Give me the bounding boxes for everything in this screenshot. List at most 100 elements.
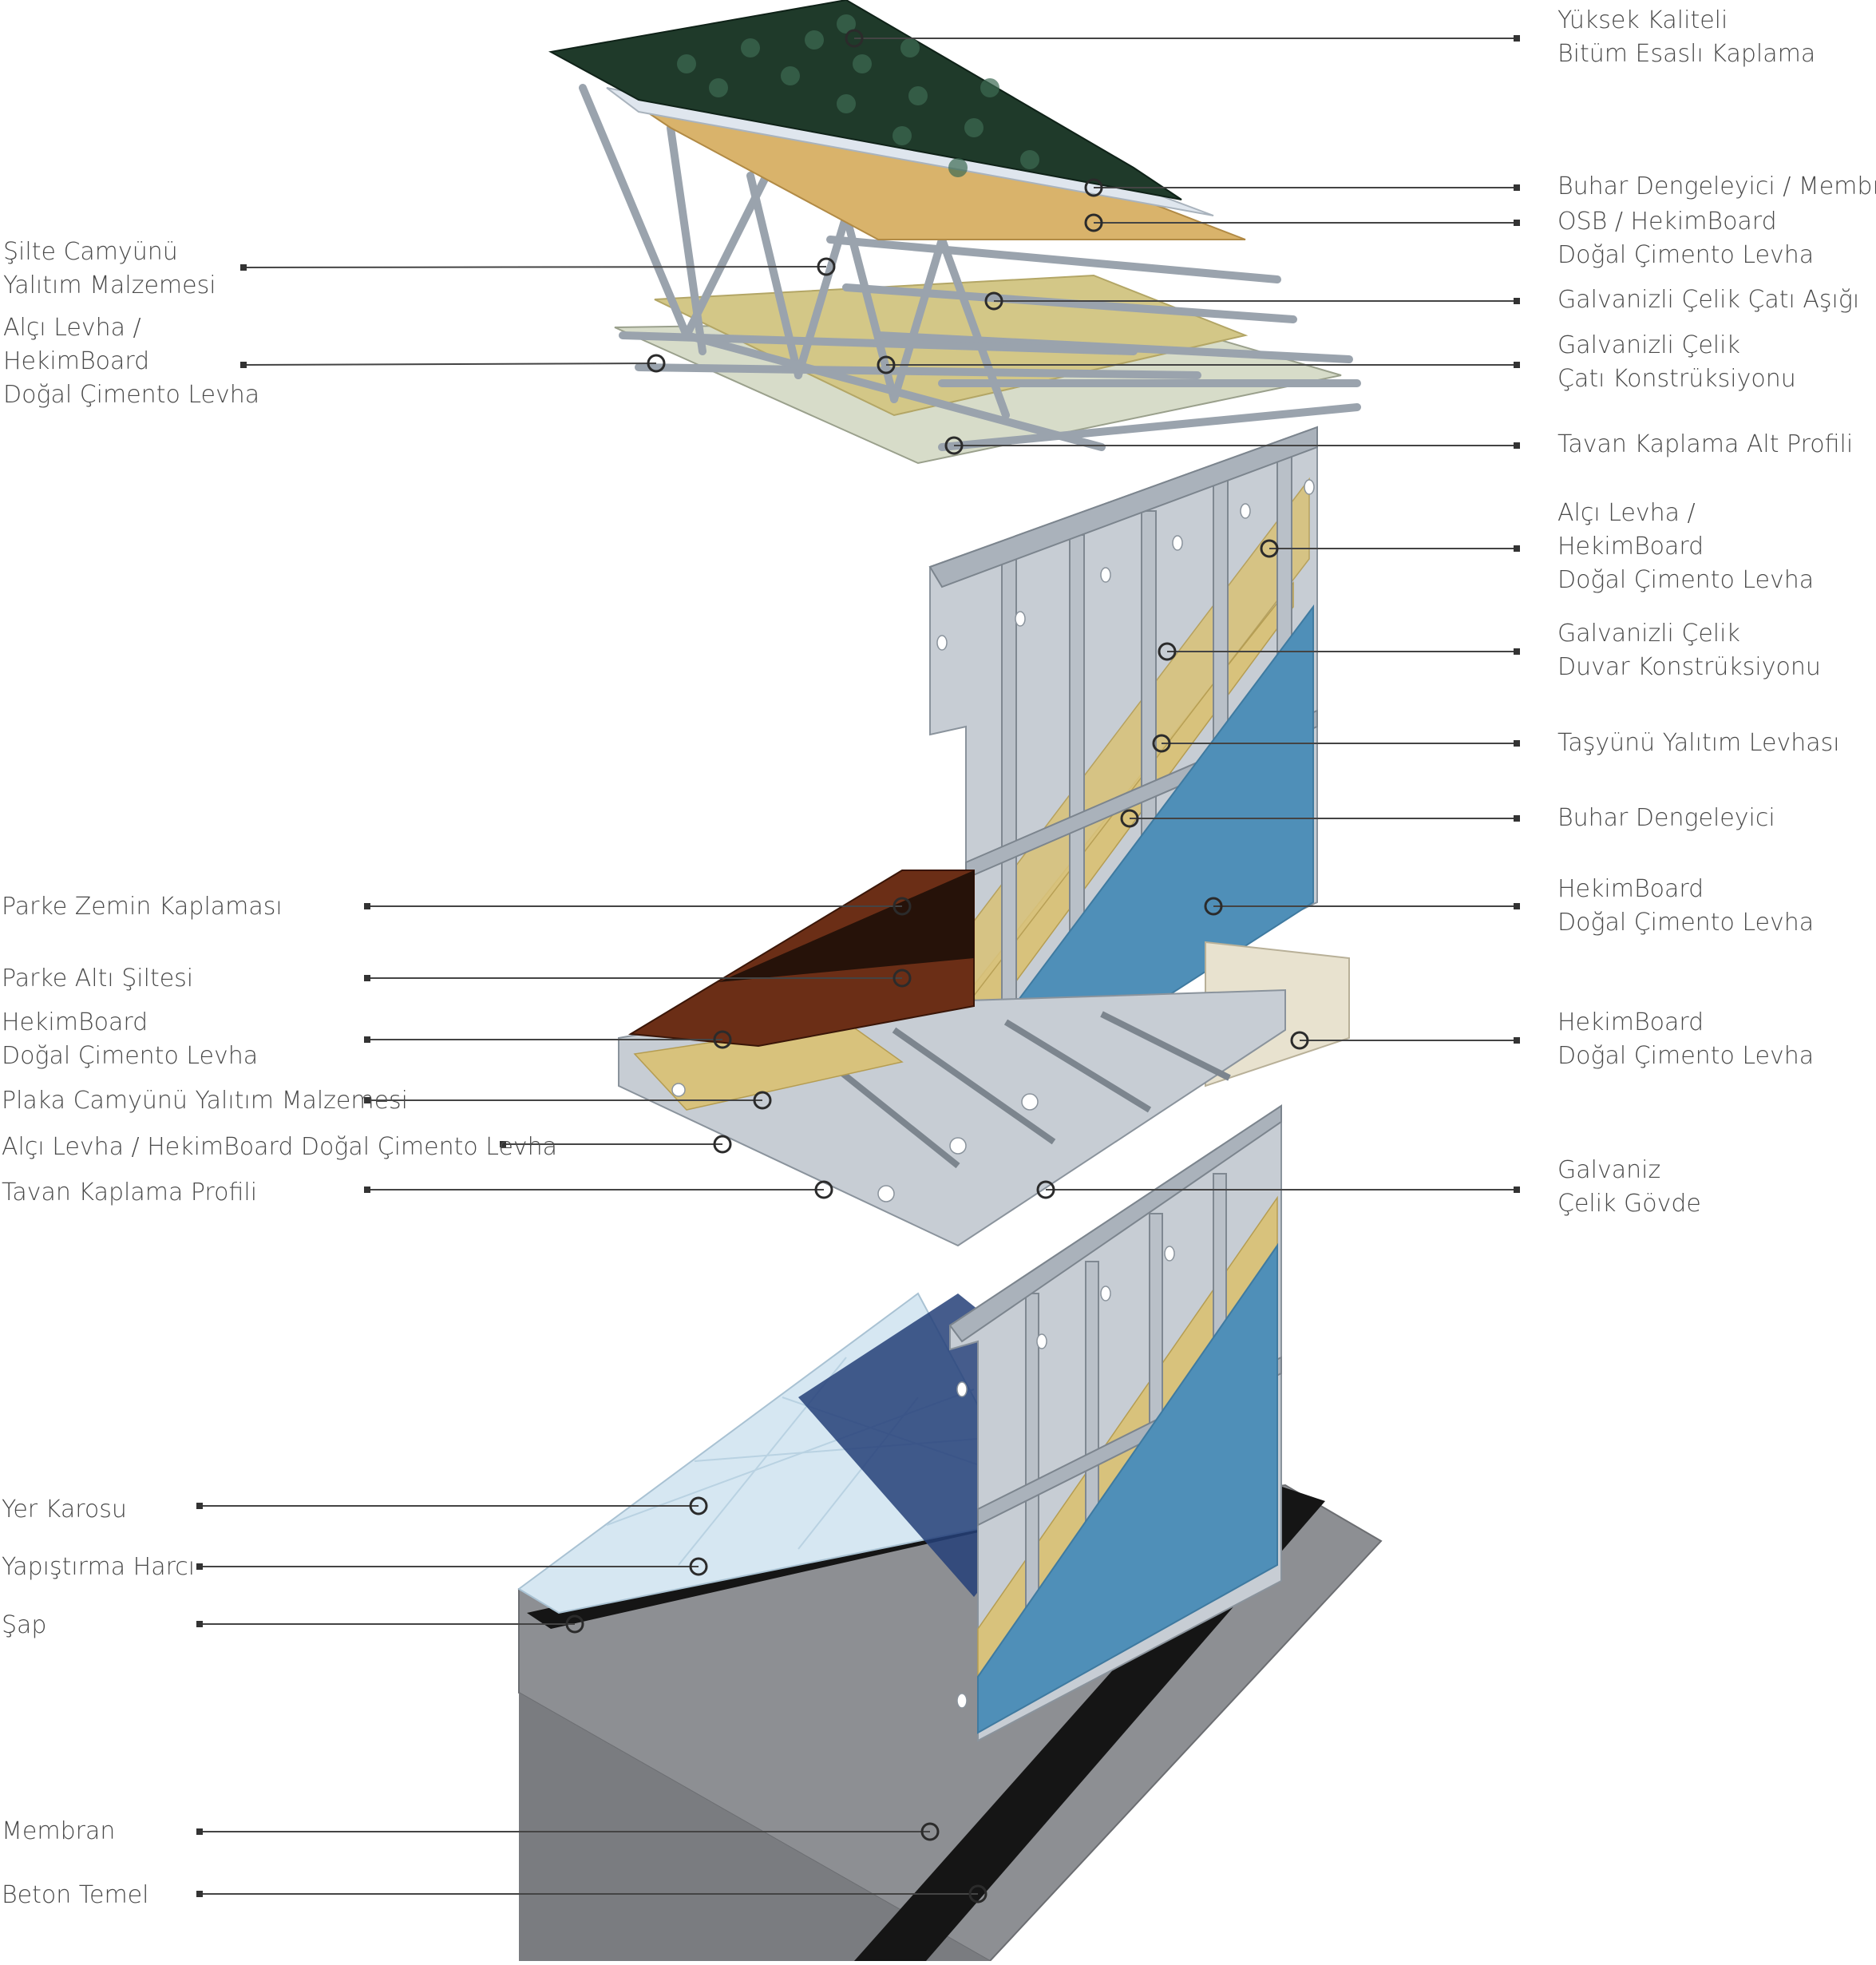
callout-marker bbox=[713, 1030, 732, 1049]
callout-marker bbox=[565, 1614, 584, 1634]
callout-marker bbox=[944, 436, 964, 455]
callout-plaka-camyunu: Plaka Camyünü Yalıtım Malzemesi bbox=[2, 1087, 772, 1115]
callout-tasyunu: Taşyünü Yalıtım Levhası bbox=[1152, 729, 1840, 757]
callout-label-line: Parke Altı Şiltesi bbox=[2, 965, 193, 992]
callout-marker bbox=[1152, 734, 1171, 753]
callout-label-line: Doğal Çimento Levha bbox=[1557, 241, 1814, 269]
callout-membran-ground: Membran bbox=[2, 1817, 940, 1845]
leader-end-dot bbox=[1514, 815, 1520, 822]
roof-shingle-pattern bbox=[677, 14, 1039, 177]
callout-buhar-membran: Buhar Dengeleyici / Membran bbox=[1084, 172, 1876, 200]
lower-wall bbox=[948, 1104, 1282, 1742]
callout-marker bbox=[689, 1496, 708, 1515]
leader-end-dot bbox=[1514, 220, 1520, 226]
roof-assembly bbox=[548, 0, 1361, 465]
callout-marker bbox=[713, 1135, 732, 1154]
callout-label-line: Doğal Çimento Levha bbox=[1557, 566, 1814, 594]
leader-end-dot bbox=[196, 1503, 203, 1509]
callout-tavan-kaplama-alt-profili: Tavan Kaplama Alt Profili bbox=[944, 430, 1853, 458]
callout-marker bbox=[920, 1822, 940, 1841]
upper-wall-holes bbox=[936, 479, 1315, 651]
callout-marker bbox=[1084, 213, 1103, 232]
callout-marker bbox=[1158, 642, 1177, 661]
callout-yer-karosu: Yer Karosu bbox=[2, 1496, 708, 1523]
floor-parquet-shadow bbox=[718, 870, 974, 982]
leader-end-dot bbox=[1514, 1037, 1520, 1044]
callout-marker bbox=[892, 969, 912, 988]
leader-end-dot bbox=[1514, 740, 1520, 747]
lower-wall-top-plate bbox=[948, 1104, 1282, 1343]
leader-end-dot bbox=[1514, 903, 1520, 909]
callout-label-line: Şilte Camyünü bbox=[3, 238, 178, 266]
callout-marker bbox=[753, 1091, 772, 1110]
callout-label-line: Yalıtım Malzemesi bbox=[3, 271, 216, 299]
callout-label-line: Alçı Levha / bbox=[3, 314, 141, 342]
leader-end-dot bbox=[196, 1891, 203, 1897]
leader-end-dot bbox=[240, 264, 247, 271]
leader-end-dot bbox=[364, 1036, 370, 1043]
callout-marker bbox=[647, 354, 666, 373]
callout-label-line: Galvanizli Çelik Çatı Aşığı bbox=[1557, 286, 1859, 314]
leader-line bbox=[243, 362, 657, 366]
callout-yapistirma-harci: Yapıştırma Harcı bbox=[2, 1553, 708, 1581]
leader-end-dot bbox=[500, 1141, 506, 1147]
callout-parke-alti: Parke Altı Şiltesi bbox=[2, 965, 912, 992]
callout-label-line: Taşyünü Yalıtım Levhası bbox=[1557, 729, 1840, 757]
callout-label-line: Beton Temel bbox=[2, 1881, 148, 1909]
callout-label-line: Plaka Camyünü Yalıtım Malzemesi bbox=[2, 1087, 408, 1115]
leader-end-dot bbox=[1514, 298, 1520, 304]
callout-marker bbox=[845, 29, 864, 48]
leader-end-dot bbox=[364, 1097, 370, 1103]
callout-galvanizli-catı-asigi: Galvanizli Çelik Çatı Aşığı bbox=[984, 286, 1859, 314]
callout-label-line: Çelik Gövde bbox=[1557, 1190, 1701, 1218]
callout-label-line: Galvaniz bbox=[1557, 1156, 1660, 1184]
callout-label-line: Yapıştırma Harcı bbox=[2, 1553, 195, 1581]
leader-end-dot bbox=[196, 1621, 203, 1627]
callout-label-line: Doğal Çimento Levha bbox=[1557, 1042, 1814, 1070]
callout-label-line: OSB / HekimBoard bbox=[1557, 208, 1777, 236]
callout-label-line: Duvar Konstrüksiyonu bbox=[1557, 653, 1821, 681]
leader-end-dot bbox=[240, 362, 247, 368]
callout-label-line: Membran bbox=[2, 1817, 115, 1845]
upper-wall-top-plate bbox=[928, 426, 1318, 588]
callout-marker bbox=[1084, 178, 1103, 197]
callout-marker bbox=[892, 897, 912, 916]
callout-beton-temel: Beton Temel bbox=[2, 1881, 987, 1909]
callout-marker bbox=[814, 1180, 833, 1199]
callout-marker bbox=[689, 1557, 708, 1576]
leader-end-dot bbox=[196, 1828, 203, 1835]
callout-label-line: Tavan Kaplama Alt Profili bbox=[1557, 430, 1853, 458]
callout-tavan-kaplama-profili: Tavan Kaplama Profili bbox=[2, 1179, 833, 1206]
callout-marker bbox=[1290, 1031, 1309, 1050]
callout-label-line: Buhar Dengeleyici / Membran bbox=[1557, 172, 1876, 200]
callout-label-line: Tavan Kaplama Profili bbox=[2, 1179, 257, 1206]
callout-label-line: Bitüm Esaslı Kaplama bbox=[1557, 40, 1815, 68]
callout-label-line: Alçı Levha / HekimBoard Doğal Çimento Le… bbox=[2, 1133, 557, 1161]
callout-label-line: Galvanizli Çelik bbox=[1557, 331, 1740, 359]
callout-marker bbox=[817, 257, 836, 276]
leader-end-dot bbox=[1514, 442, 1520, 449]
floor-assembly bbox=[618, 870, 1350, 1247]
leader-end-dot bbox=[364, 975, 370, 981]
floor-holes bbox=[671, 1083, 1039, 1202]
callout-alci-levha-floor: Alçı Levha / HekimBoard Doğal Çimento Le… bbox=[2, 1133, 732, 1161]
callout-marker bbox=[968, 1884, 987, 1904]
leader-end-dot bbox=[1514, 362, 1520, 368]
callout-label-line: Galvanizli Çelik bbox=[1557, 620, 1740, 648]
leader-end-dot bbox=[364, 1187, 370, 1193]
callout-label-line: HekimBoard bbox=[1557, 1008, 1704, 1036]
callout-label-line: Doğal Çimento Levha bbox=[1557, 909, 1814, 937]
leader-end-dot bbox=[364, 903, 370, 909]
